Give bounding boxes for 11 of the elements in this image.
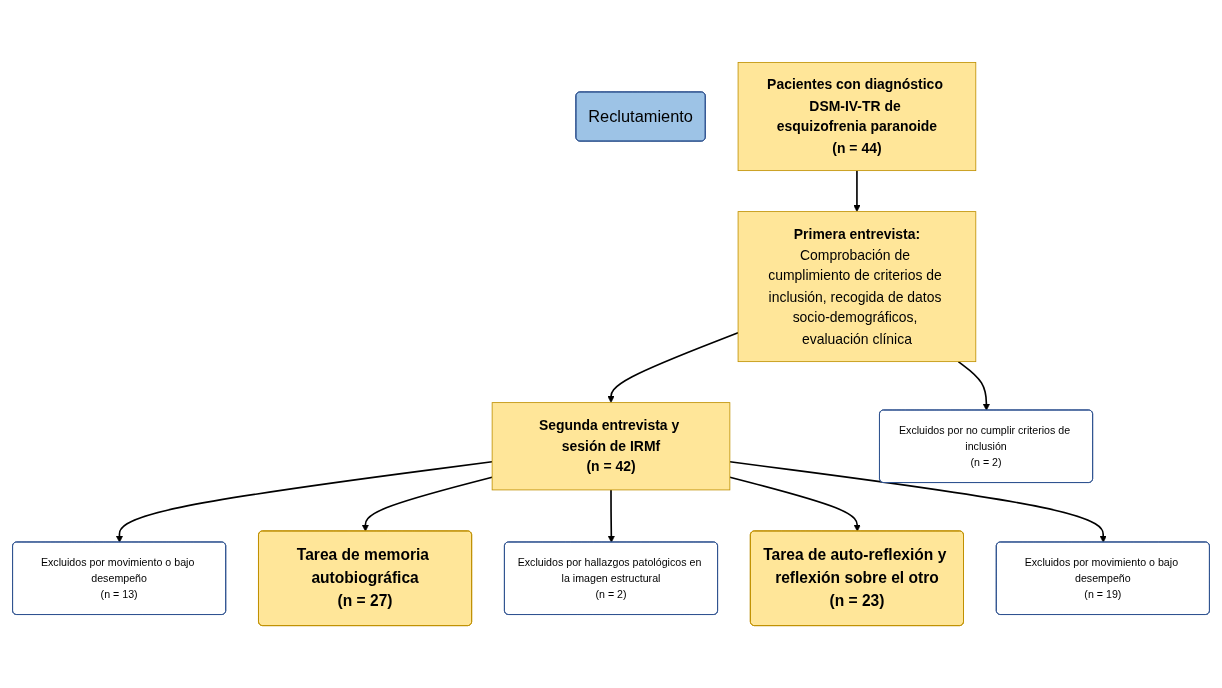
arrow xyxy=(115,460,493,543)
arrow xyxy=(607,331,739,403)
arrow xyxy=(607,489,615,543)
node-box: Pacientes con diagnóstico DSM-IV-TR de esquizofrenia paranoide (n = 44) xyxy=(737,62,977,172)
arrow xyxy=(729,476,861,532)
node-box: Primera entrevista: Comprobación de cumplimiento de criterios de inclusión, recogida de datos socio-demográficos, evaluación clínica xyxy=(737,211,977,363)
arrow xyxy=(957,360,990,411)
arrow xyxy=(361,476,493,532)
node-box: Segunda entrevista y sesión de IRMf (n = 42) xyxy=(491,402,731,491)
arrow xyxy=(853,169,861,212)
arrow xyxy=(729,460,1107,543)
